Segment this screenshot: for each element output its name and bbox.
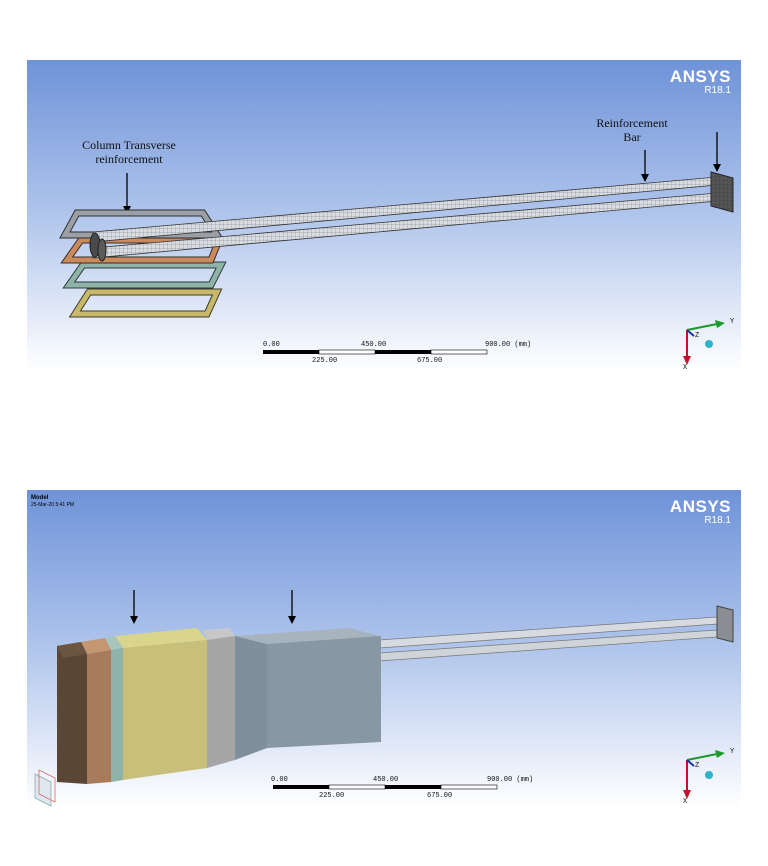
reinforcement-rods <box>378 616 718 662</box>
model-viewport-solid[interactable]: Model 25-Mar-20 5:41 PM ANSYS R18.1 <box>27 490 741 808</box>
scale-tick-675: 675.00 <box>417 357 443 365</box>
scale-tick-900: 900.00 (mm) <box>485 341 532 349</box>
yellow-layer <box>115 628 207 780</box>
scale-tick-450: 450.00 <box>373 776 399 784</box>
reinforcement-scene <box>59 132 734 365</box>
scale-tick-225: 225.00 <box>319 792 345 800</box>
transverse-hoop-yellow <box>68 288 223 318</box>
triad-z-label: Z <box>695 332 700 340</box>
triad-y-label: Y <box>730 748 735 756</box>
model-title: Model <box>31 495 49 501</box>
scale-tick-900: 900.00 (mm) <box>487 776 534 784</box>
scale-tick-450: 450.00 <box>361 341 387 349</box>
reinforcement-bars <box>89 176 718 262</box>
triad-x-label: X <box>683 798 688 806</box>
scale-bar <box>263 349 488 355</box>
triad-z-label: Z <box>695 762 700 770</box>
column-block <box>235 628 381 760</box>
model-viewport-reinforcement[interactable]: ANSYS R18.1 Column Transverse reinforcem… <box>27 60 741 372</box>
model-timestamp: 25-Mar-20 5:41 PM <box>31 502 75 508</box>
solid-scene <box>34 590 734 807</box>
brown-layer <box>81 638 111 784</box>
end-plate <box>710 171 734 213</box>
transverse-hoop-teal <box>62 261 227 289</box>
ansys-logo: ANSYS R18.1 <box>669 67 731 96</box>
triad-x-label: X <box>683 364 688 372</box>
scale-tick-675: 675.00 <box>427 792 453 800</box>
axis-triad <box>683 320 725 365</box>
view-cube-icon[interactable] <box>34 769 56 807</box>
scale-tick-0: 0.00 <box>271 776 288 784</box>
scale-tick-225: 225.00 <box>312 357 338 365</box>
front-face <box>57 642 87 784</box>
ansys-logo: ANSYS R18.1 <box>669 497 731 526</box>
gray-layer <box>203 628 235 768</box>
scale-bar <box>273 784 498 790</box>
axis-triad <box>683 750 725 799</box>
scale-tick-0: 0.00 <box>263 341 280 349</box>
teal-layer <box>105 636 123 782</box>
reinforcement-bar-annotation: Reinforcement Bar <box>596 116 668 144</box>
triad-y-label: Y <box>730 318 735 326</box>
end-plate <box>716 605 734 643</box>
transverse-reinforcement-annotation: Column Transverse reinforcement <box>82 138 176 166</box>
